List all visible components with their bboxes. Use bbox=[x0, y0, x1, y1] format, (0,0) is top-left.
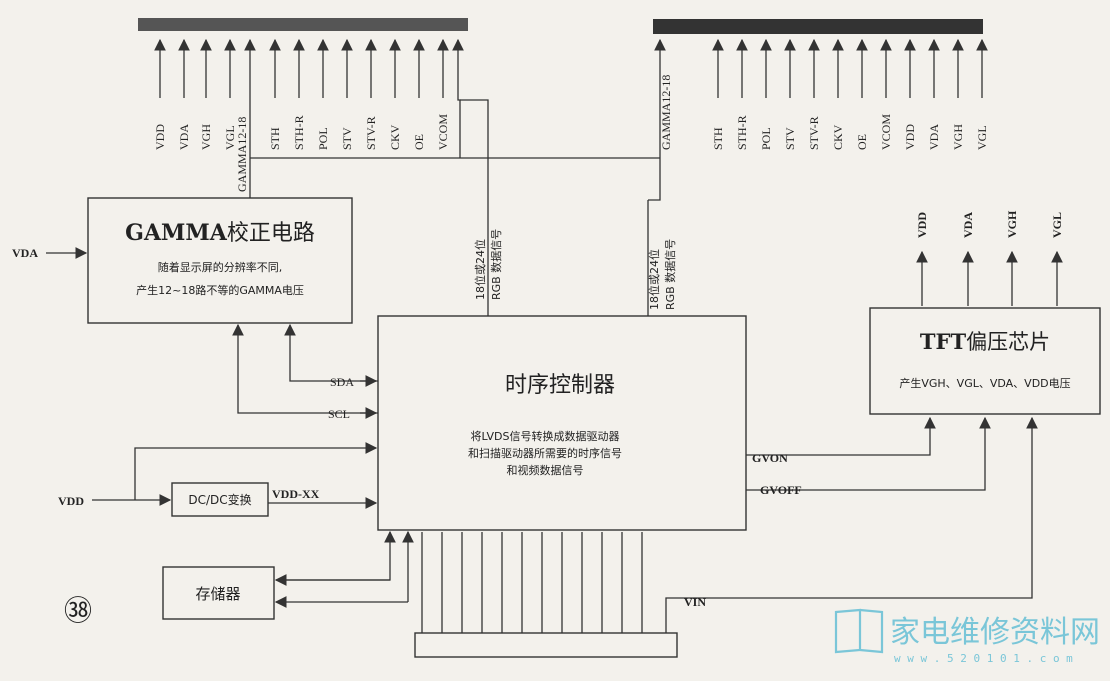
right-bus-signal-label: VCOM bbox=[879, 114, 893, 150]
left-bus-signal-label: STH-R bbox=[292, 115, 306, 150]
right-bus-signal-label: STH-R bbox=[735, 115, 749, 150]
left-bus-signal-label: OE bbox=[412, 134, 426, 150]
memory-label: 存储器 bbox=[195, 585, 240, 603]
tft-output-label: VGH bbox=[1005, 210, 1019, 238]
book-icon bbox=[834, 608, 884, 654]
tft-bias-block bbox=[869, 307, 1101, 415]
sda-line bbox=[284, 323, 378, 382]
rgb-left-line2: RGB 数据信号 bbox=[489, 229, 503, 300]
vcom-link-line bbox=[452, 38, 464, 158]
left-bus-signal-label: POL bbox=[316, 127, 330, 150]
left-bus-signal-label: STH bbox=[268, 127, 282, 150]
vin-line bbox=[665, 416, 1038, 633]
vdd-input-label: VDD bbox=[58, 494, 84, 508]
lvds-connector bbox=[414, 632, 678, 658]
left-bus-signal-label: VCOM bbox=[436, 114, 450, 150]
memory-block bbox=[162, 566, 275, 620]
right-bus-signal-label: CKV bbox=[831, 124, 845, 150]
gamma-desc-1: 随着显示屏的分辨率不同, bbox=[158, 260, 283, 274]
left-connector-bar bbox=[138, 18, 468, 31]
tft-output-label: VGL bbox=[1050, 212, 1064, 238]
vdd-tc-line bbox=[134, 442, 378, 500]
timing-controller-block bbox=[377, 315, 747, 531]
gamma-block-title: GAMMA校正电路 bbox=[125, 220, 315, 246]
left-bus-signal-label: STV bbox=[340, 127, 354, 150]
vcom-bus-line bbox=[460, 99, 489, 158]
left-bus-signal-label: VGL bbox=[223, 125, 237, 150]
left-bus-signal-label: STV-R bbox=[364, 116, 378, 150]
vdd-xx-label: VDD-XX bbox=[272, 487, 320, 501]
right-bus-signal-label: STV-R bbox=[807, 116, 821, 150]
right-bus-signals: STH STH-R POL STV STV-R CKV OE VCOM VDD VDA VGH VGL bbox=[711, 38, 989, 150]
tft-output-label: VDA bbox=[961, 212, 975, 238]
gvon-label: GVON bbox=[752, 451, 788, 465]
memory-line-1 bbox=[276, 530, 396, 581]
right-connector-bar bbox=[653, 19, 983, 34]
right-bus-signal-label: STV bbox=[783, 127, 797, 150]
gamma-left-label: GAMMA12-18 bbox=[235, 117, 249, 192]
gvon-line bbox=[746, 416, 936, 456]
left-bus-signals: VDD VDA VGH VGL STH STH-R POL STV STV-R CKV OE VCOM bbox=[153, 38, 450, 150]
timing-desc-1: 将LVDS信号转换成数据驱动器 bbox=[471, 429, 620, 443]
tft-outputs: VDD VDA VGH VGL bbox=[915, 210, 1064, 306]
right-bus-signal-label: VGH bbox=[951, 124, 965, 150]
gvoff-line bbox=[746, 416, 991, 491]
dcdc-block bbox=[171, 482, 269, 517]
timing-title: 时序控制器 bbox=[505, 373, 615, 398]
lvds-input-lines bbox=[421, 532, 643, 633]
left-bus-signal-label: VDA bbox=[177, 124, 191, 150]
rgb-right-line1: 18位或24位 bbox=[647, 249, 661, 310]
right-bus-signal-label: POL bbox=[759, 127, 773, 150]
watermark-url: w w w . 5 2 0 1 0 1 . c o m bbox=[894, 652, 1073, 665]
right-bus-signal-label: VGL bbox=[975, 125, 989, 150]
watermark-cn: 家电维修资料网 bbox=[890, 615, 1100, 650]
page-number: ㊳ bbox=[64, 594, 92, 627]
gamma-right-label: GAMMA12-18 bbox=[659, 75, 673, 150]
rgb-left-line1: 18位或24位 bbox=[473, 239, 487, 300]
gamma-desc-2: 产生12~18路不等的GAMMA电压 bbox=[136, 283, 304, 297]
right-bus-signal-label: VDA bbox=[927, 124, 941, 150]
dcdc-label: DC/DC变换 bbox=[188, 492, 251, 507]
left-bus-signal-label: VDD bbox=[153, 124, 167, 150]
right-bus-signal-label: OE bbox=[855, 134, 869, 150]
right-bus-signal-label: STH bbox=[711, 127, 725, 150]
timing-desc-2: 和扫描驱动器所需要的时序信号 bbox=[468, 446, 622, 460]
timing-desc-3: 和视频数据信号 bbox=[507, 463, 584, 477]
sda-label: SDA bbox=[330, 375, 354, 389]
tft-desc: 产生VGH、VGL、VDA、VDD电压 bbox=[899, 376, 1070, 390]
left-bus-signal-label: VGH bbox=[199, 124, 213, 150]
scl-label: SCL bbox=[328, 407, 350, 421]
vda-input-label: VDA bbox=[12, 246, 38, 260]
gamma-block bbox=[87, 197, 353, 324]
tft-output-label: VDD bbox=[915, 212, 929, 238]
scl-line bbox=[232, 323, 378, 414]
rgb-right-line2: RGB 数据信号 bbox=[663, 239, 677, 310]
gvoff-label: GVOFF bbox=[760, 483, 802, 497]
rgb-right-link bbox=[648, 158, 661, 201]
tft-block-title: TFT偏压芯片 bbox=[920, 329, 1050, 354]
right-bus-signal-label: VDD bbox=[903, 124, 917, 150]
watermark: 家电维修资料网 w w w . 5 2 0 1 0 1 . c o m bbox=[834, 608, 1100, 665]
left-bus-signal-label: CKV bbox=[388, 124, 402, 150]
vin-label: VIN bbox=[684, 595, 706, 609]
